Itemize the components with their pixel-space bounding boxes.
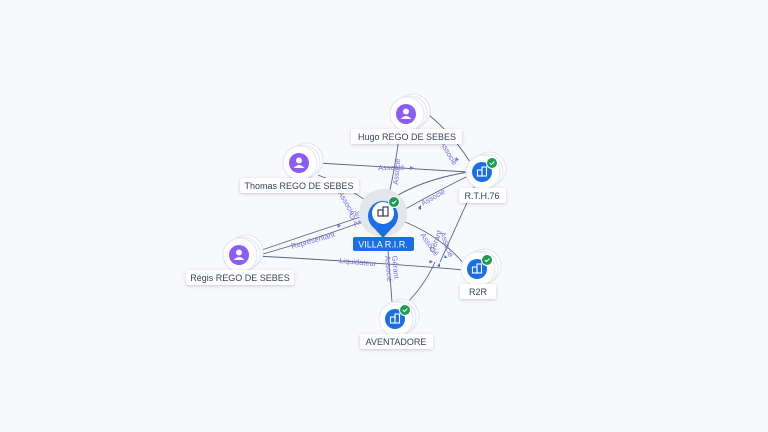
arrow-icon xyxy=(337,224,341,228)
node-hugo[interactable]: Hugo REGO DE SEBES xyxy=(351,93,462,144)
edge-label: Associé xyxy=(383,255,394,282)
node-label: R.T.H.76 xyxy=(464,191,499,201)
arrow-icon xyxy=(429,260,433,263)
node-rth[interactable]: R.T.H.76 xyxy=(459,151,507,203)
edge-aventadore-r2r[interactable] xyxy=(404,261,436,306)
building-icon xyxy=(471,263,483,274)
edge-label: Gérant xyxy=(390,255,401,280)
node-thomas[interactable]: Thomas REGO DE SEBES xyxy=(240,142,359,193)
node-villa[interactable]: VILLA R.I.R. xyxy=(353,189,414,251)
edge-label: Associé xyxy=(438,231,455,259)
edge-label: Associé xyxy=(391,158,402,185)
edge-label: Liquidateur xyxy=(339,256,377,268)
arrow-icon xyxy=(444,255,447,258)
node-r2r[interactable]: R2R xyxy=(460,248,502,299)
edge-regis-villa-2[interactable] xyxy=(255,217,373,257)
node-regis[interactable]: Régis REGO DE SEBES xyxy=(186,234,294,285)
verified-check-icon xyxy=(486,157,498,169)
node-label: R2R xyxy=(469,287,488,297)
node-label: Hugo REGO DE SEBES xyxy=(358,132,456,142)
node-label: VILLA R.I.R. xyxy=(358,240,408,250)
verified-check-icon xyxy=(399,304,411,316)
building-icon xyxy=(377,206,389,217)
arrow-icon xyxy=(437,263,440,267)
edge-villa-aventadore[interactable] xyxy=(387,249,393,303)
node-label: Thomas REGO DE SEBES xyxy=(244,181,353,191)
verified-check-icon xyxy=(481,254,493,266)
node-label: Régis REGO DE SEBES xyxy=(190,273,290,283)
arrow-icon xyxy=(455,157,459,161)
arrow-icon xyxy=(418,205,421,210)
edge-thomas-rth[interactable] xyxy=(317,162,469,173)
verified-check-icon xyxy=(388,196,400,208)
edge-regis-villa-1[interactable] xyxy=(255,213,371,253)
node-label: AVENTADORE xyxy=(366,337,427,347)
edge-regis-r2r[interactable] xyxy=(255,255,466,271)
arrow-icon xyxy=(410,166,414,170)
building-icon xyxy=(389,313,401,324)
building-icon xyxy=(476,166,488,177)
edge-villa-r2r[interactable] xyxy=(399,219,466,266)
edge-label: Associé xyxy=(420,187,447,208)
edge-label: Associé xyxy=(378,163,404,172)
node-aventadore[interactable]: AVENTADORE xyxy=(360,298,433,349)
